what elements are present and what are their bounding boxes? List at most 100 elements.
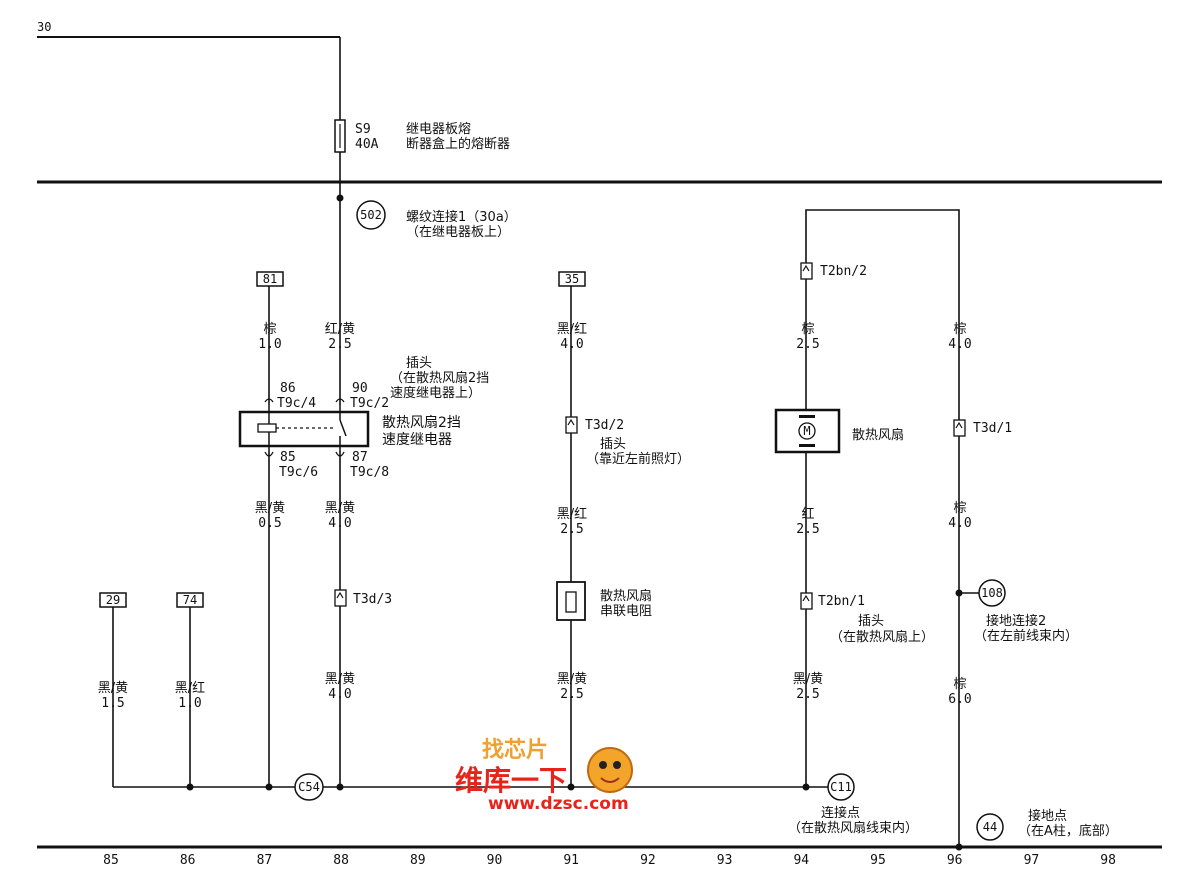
node-502-circle (356, 200, 386, 230)
rail-30-label: 30 (37, 20, 51, 34)
node-c11-circle (827, 773, 855, 801)
relay-name-2: 速度继电器 (382, 432, 452, 448)
junction-dot (265, 783, 273, 791)
wire-81-size: 1.0 (258, 337, 281, 352)
junction-dot (955, 843, 963, 851)
wire-fan-top-left-color: 棕 (801, 322, 814, 337)
node-c54-circle (294, 773, 324, 801)
relay-pin-90-conn: T9c/2 (350, 396, 389, 411)
node-c54-num: C54 (298, 780, 320, 794)
fuse-desc-2: 断器盒上的熔断器 (406, 136, 510, 152)
relay-name-1: 散热风扇2挡 (382, 415, 461, 431)
wire-85-size: 0.5 (258, 516, 281, 531)
column-number: 90 (487, 853, 503, 868)
column-number: 87 (257, 853, 273, 868)
relay-pin-87-conn: T9c/8 (350, 465, 389, 480)
node-108-desc-2: （在左前线束内） (974, 628, 1078, 644)
node-c11-num: C11 (830, 780, 852, 794)
column-number: 89 (410, 853, 426, 868)
wire-81-color: 棕 (263, 322, 276, 337)
watermark-line-3: www.dzsc.com (488, 794, 629, 814)
t2bn2-label: T2bn/2 (820, 264, 867, 279)
t3d1-label: T3d/1 (973, 421, 1012, 436)
node-108-num: 108 (981, 586, 1003, 600)
column-number: 98 (1100, 853, 1116, 868)
junction-dot (186, 783, 194, 791)
column-number: 85 (103, 853, 119, 868)
relay-pin-85-conn: T9c/6 (279, 465, 318, 480)
fuse-desc-1: 继电器板熔 (406, 122, 471, 137)
wire-motor-bottom-color: 红 (801, 506, 814, 522)
wire-ground-color: 棕 (953, 677, 966, 692)
ref-box-29: 29 (99, 592, 127, 608)
wire-35-color: 黑/红 (557, 321, 587, 337)
ref-box-35-label: 35 (565, 272, 579, 286)
connector-t3d3 (334, 589, 347, 607)
node-44-desc-2: （在A柱，底部） (1018, 823, 1118, 839)
wire-t3d1-bottom-color: 棕 (953, 501, 966, 516)
wire-res-bottom-size: 2.5 (560, 687, 583, 702)
connector-t2bn2 (800, 262, 813, 280)
fuse-rating: 40A (355, 137, 379, 152)
column-number: 96 (947, 853, 963, 868)
node-44-desc-1: 接地点 (1028, 808, 1067, 824)
connector-t3d1 (953, 419, 966, 437)
t2bn1-desc: （在散热风扇上） (830, 629, 934, 645)
wire-s9-color: 红/黄 (325, 321, 355, 337)
fuse-id: S9 (355, 122, 371, 137)
column-number: 95 (870, 853, 886, 868)
watermark-line-1: 找芯片 (482, 738, 548, 763)
ref-box-29-label: 29 (106, 593, 120, 607)
relay-pin-90: 90 (352, 381, 368, 396)
ref-box-81: 81 (256, 271, 284, 287)
wire-29-color: 黑/黄 (98, 681, 128, 696)
wire-res-top-size: 2.5 (560, 522, 583, 537)
fuse-s9 (334, 119, 346, 153)
junction-dot (567, 783, 575, 791)
node-502-desc-2: （在继电器板上） (406, 225, 510, 240)
node-c11-desc-1: 连接点 (821, 805, 860, 821)
column-number: 86 (180, 853, 196, 868)
wire-fan-top-right-color: 棕 (953, 322, 966, 337)
wires (112, 37, 980, 847)
relay-pin-86: 86 (280, 381, 296, 396)
column-number: 92 (640, 853, 656, 868)
junction-dot (336, 194, 344, 202)
junction-dot (955, 589, 963, 597)
wire-t2bn1-bottom-size: 2.5 (796, 687, 819, 702)
column-number: 94 (793, 853, 809, 868)
column-number: 91 (563, 853, 579, 868)
t3d2-label: T3d/2 (585, 418, 624, 433)
watermark: 找芯片 维库一下 www.dzsc.com (455, 738, 633, 814)
junction-dot (802, 783, 810, 791)
watermark-mascot (587, 747, 633, 793)
t3d2-desc: （靠近左前照灯） (586, 451, 690, 467)
wire-85-color: 黑/黄 (255, 501, 285, 516)
relay-plug-desc-2: 速度继电器上） (390, 385, 481, 401)
wire-ground-size: 6.0 (948, 692, 971, 707)
wire-87-color: 黑/黄 (325, 501, 355, 516)
resistor-name-1: 散热风扇 (600, 588, 652, 604)
wire-fan-top-right-size: 4.0 (948, 337, 971, 352)
watermark-line-2: 维库一下 (455, 764, 567, 797)
relay-pin-85: 85 (280, 450, 296, 465)
motor-name: 散热风扇 (852, 427, 904, 443)
ref-box-74-label: 74 (183, 593, 197, 607)
t3d2-title: 插头 (600, 437, 626, 452)
wire-fan-top-left-size: 2.5 (796, 337, 819, 352)
node-502-num: 502 (360, 208, 382, 222)
pin-mark (335, 451, 345, 457)
relay-plug-desc-1: （在散热风扇2挡 (390, 370, 489, 386)
t3d3-label: T3d/3 (353, 592, 392, 607)
column-number: 88 (333, 853, 349, 868)
rails (37, 36, 1162, 849)
column-number: 93 (717, 853, 733, 868)
node-108-circle (978, 579, 1006, 607)
t2bn1-label: T2bn/1 (818, 594, 865, 609)
resistor-name-2: 串联电阻 (600, 604, 652, 619)
node-502-desc-1: 螺纹连接1（30a） (406, 209, 517, 225)
wire-35-size: 4.0 (560, 337, 583, 352)
t2bn1-title: 插头 (858, 614, 884, 629)
